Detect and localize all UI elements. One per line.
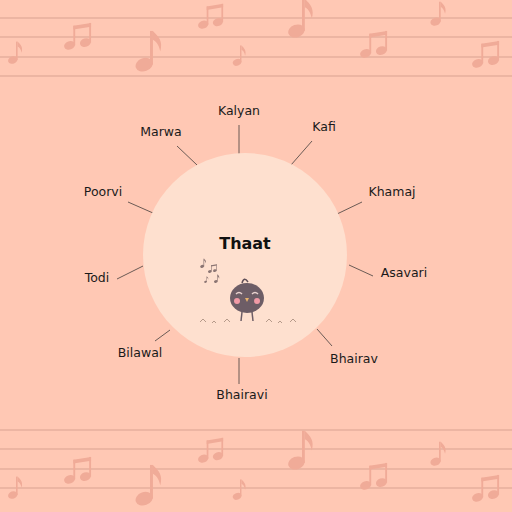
- music-notes: [7, 0, 500, 508]
- thaat-name: Kalyan: [218, 103, 260, 119]
- staff-lines: [0, 18, 512, 488]
- thaat-name: Poorvi: [84, 184, 122, 200]
- leader-lines: [117, 125, 373, 384]
- thaat-name: Asavari: [381, 265, 427, 281]
- circle-fill: [143, 153, 347, 357]
- thaat-name: Bhairav: [330, 351, 378, 367]
- thaat-circle: Thaat: [142, 152, 348, 358]
- singing-bird-illustration: [142, 152, 348, 358]
- circle-title: Thaat: [142, 232, 348, 256]
- thaat-name: Bhairavi: [216, 387, 267, 403]
- thaat-name: Todi: [85, 270, 110, 286]
- thaat-name: Khamaj: [368, 184, 415, 200]
- thaat-name: Bilawal: [118, 345, 163, 361]
- circle-outline: [142, 152, 348, 358]
- thaat-name: Marwa: [140, 124, 181, 140]
- small-notes: [200, 259, 220, 284]
- thaat-name: Kafi: [312, 119, 336, 135]
- bird: [230, 279, 264, 321]
- grass-marks: [200, 319, 296, 323]
